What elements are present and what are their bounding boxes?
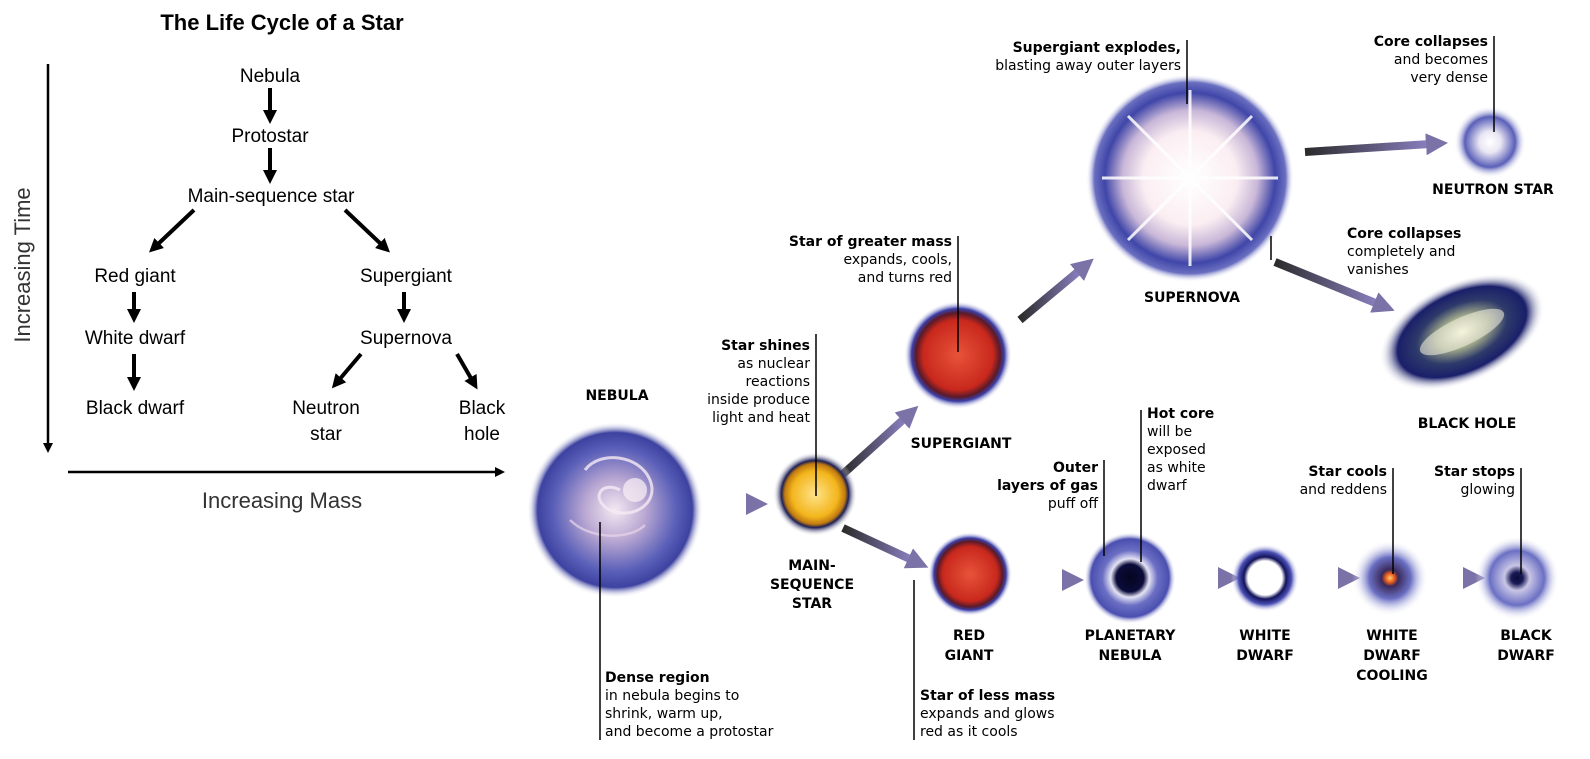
neutron-star-image [1454,106,1526,178]
stage-label-cooling-1: WHITE [1366,628,1417,644]
diagram-title: The Life Cycle of a Star [160,10,404,35]
stage-label-black-dwarf-2: DWARF [1497,648,1555,664]
flow-node-neutron-star-line2: star [310,424,342,445]
annotation-less-mass-line1: expands and glows [920,706,1055,722]
annotation-star-cools-head: Star cools [1308,464,1387,480]
annotation-hot-core-head: Hot core [1147,406,1214,422]
stage-arrow-icon [1273,258,1395,313]
annotation-core-collapses-dense-line1: and becomes [1394,52,1488,68]
mass-axis-label: Increasing Mass [202,488,362,513]
annotation-dense-region-line3: and become a protostar [605,724,774,740]
flow-node-black-dwarf: Black dwarf [86,398,185,419]
stage-label-cooling-2: DWARF [1363,648,1421,664]
annotation-greater-mass-head: Star of greater mass [789,234,952,250]
flow-node-protostar: Protostar [231,126,309,147]
black-hole-image [1379,273,1545,391]
stage-arrow-icon [1304,133,1448,156]
annotation-hot-core-line3: as white [1147,460,1206,476]
flow-node-red-giant: Red giant [94,266,176,287]
stage-label-supernova: SUPERNOVA [1144,290,1240,306]
diagonal-arrow-icon [455,353,478,390]
stage-arrow-icon [1017,258,1094,324]
diagonal-arrow-icon [149,208,196,253]
white-dwarf-cooling-image [1352,540,1428,616]
stage-label-neutron-star: NEUTRON STAR [1432,182,1554,198]
planetary-nebula-image [1084,532,1176,624]
annotation-supergiant-explodes-head: Supergiant explodes, [1013,40,1181,56]
white-dwarf-image [1231,544,1299,612]
flow-node-black-hole-line2: hole [464,424,500,445]
flow-node-nebula: Nebula [240,66,301,87]
diagonal-arrow-icon [331,352,363,389]
stage-label-white-dwarf-2: DWARF [1236,648,1294,664]
annotation-core-collapses-vanish-head: Core collapses [1347,226,1461,242]
annotation-hot-core-line1: will be [1147,424,1192,440]
main-sequence-star-image [773,452,857,536]
annotation-star-shines-line1: as nuclear [737,356,810,372]
stage-label-cooling-3: COOLING [1356,668,1427,684]
annotation-greater-mass-line2: and turns red [858,270,952,286]
stage-label-nebula: NEBULA [585,388,648,404]
annotation-star-cools-line1: and reddens [1300,482,1387,498]
stage-label-supergiant: SUPERGIANT [911,436,1012,452]
annotation-supergiant-explodes-line1: blasting away outer layers [995,58,1181,74]
supergiant-image [904,301,1012,409]
flow-node-supernova: Supernova [360,328,452,349]
annotation-dense-region-line2: shrink, warm up, [605,706,723,722]
stage-arrow-icon [840,405,919,477]
annotation-hot-core-line4: dwarf [1147,478,1188,494]
black-dwarf-image [1475,536,1559,620]
annotation-star-shines-line4: light and heat [712,410,810,426]
diagonal-arrow-icon [343,208,390,253]
stage-label-black-dwarf-1: BLACK [1500,628,1553,644]
stage-label-black-hole: BLACK HOLE [1418,416,1517,432]
annotation-outer-layers-line1: puff off [1048,496,1098,512]
stage-label-red-giant-2: GIANT [945,648,994,664]
annotation-dense-region-head: Dense region [605,670,710,686]
stage-label-main-sequence-2: SEQUENCE [770,577,854,593]
stage-label-main-sequence-1: MAIN- [788,558,836,574]
annotation-less-mass-line2: red as it cools [920,724,1018,740]
annotation-less-mass-head: Star of less mass [920,688,1055,704]
flow-node-supergiant: Supergiant [360,266,453,287]
annotation-hot-core-line2: exposed [1147,442,1206,458]
annotation-star-shines-line2: reactions [746,374,810,390]
time-axis-label: Increasing Time [10,187,35,342]
nebula-image [527,422,703,598]
annotation-core-collapses-vanish-line1: completely and [1347,244,1455,260]
annotation-core-collapses-vanish-line2: vanishes [1347,262,1409,278]
annotation-core-collapses-dense-head: Core collapses [1374,34,1488,50]
stage-label-planetary-nebula-2: NEBULA [1098,648,1161,664]
annotation-greater-mass-line1: expands, cools, [843,252,952,268]
annotation-outer-layers-head1: Outer [1053,460,1098,476]
stage-arrow-icon [841,524,929,569]
flow-node-neutron-star-line1: Neutron [292,398,360,419]
stage-label-main-sequence-3: STAR [792,596,832,612]
supernova-image [1086,74,1294,282]
stage-label-red-giant-1: RED [953,628,985,644]
stage-label-white-dwarf-1: WHITE [1239,628,1290,644]
red-giant-image [928,532,1012,616]
annotation-star-shines-head: Star shines [721,338,810,354]
annotation-dense-region-line1: in nebula begins to [605,688,739,704]
flow-node-white-dwarf: White dwarf [85,328,186,349]
annotation-star-stops-line1: glowing [1461,482,1515,498]
annotation-star-shines-line3: inside produce [707,392,810,408]
annotation-outer-layers-head2: layers of gas [997,478,1098,494]
stage-label-planetary-nebula-1: PLANETARY [1085,628,1177,644]
annotation-star-stops-head: Star stops [1434,464,1515,480]
flow-node-black-hole-line1: Black [459,398,506,419]
flow-node-main-sequence: Main-sequence star [188,186,356,207]
annotation-core-collapses-dense-line2: very dense [1410,70,1488,86]
